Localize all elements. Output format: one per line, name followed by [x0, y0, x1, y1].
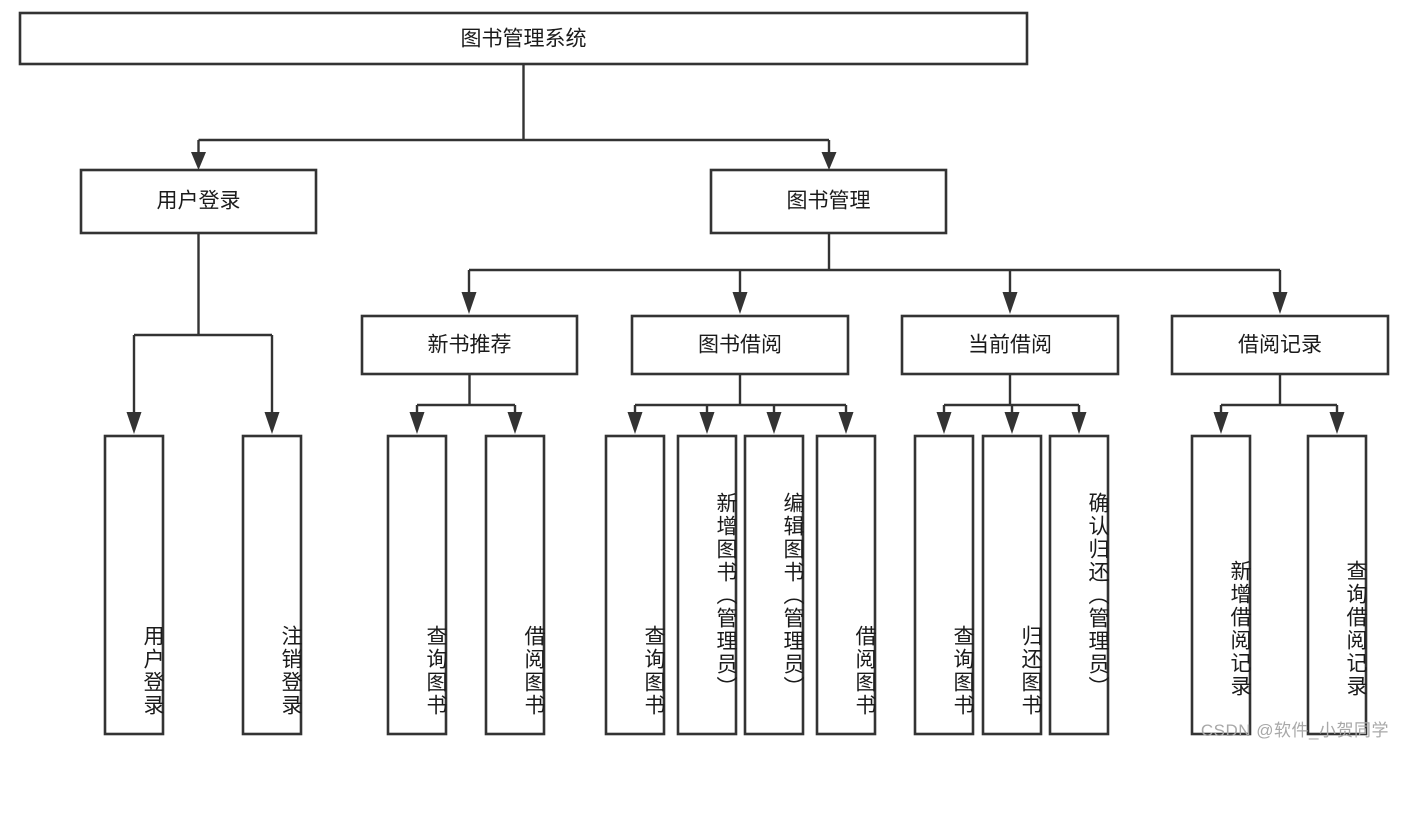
diagram-canvas: 图书管理系统 用户登录 图书管理 新书推荐 图书借阅 当前借阅 借阅记录 — [18, 11, 1390, 740]
node-leaf-re-add-record[interactable] — [1190, 434, 1252, 736]
node-root-system-label: 图书管理系统 — [461, 28, 587, 51]
node-leaf-bo-edit-book[interactable] — [743, 434, 805, 736]
watermark-credit: CSDN @软件_小贺同学 — [1200, 721, 1389, 740]
arrowhead-leaf-logout-login — [264, 412, 280, 434]
arrowhead-nb-leaf-2 — [507, 412, 523, 434]
node-leaf-cu-query-book[interactable] — [913, 434, 975, 736]
arrowhead-new-book — [461, 292, 477, 314]
node-user-login[interactable] — [79, 168, 318, 235]
arrowhead-nb-leaf-1 — [409, 412, 425, 434]
arrowhead-cu-leaf-1 — [936, 412, 952, 434]
arrowhead-bo-leaf-1 — [627, 412, 643, 434]
node-leaf-cu-confirm-return[interactable] — [1048, 434, 1110, 736]
node-leaf-re-query-record[interactable] — [1306, 434, 1368, 736]
node-book-borrow[interactable] — [630, 314, 850, 376]
node-book-management-label: 图书管理 — [787, 190, 871, 213]
arrowhead-leaf-user-login — [126, 412, 142, 434]
node-book-management[interactable] — [709, 168, 948, 235]
arrowhead-bo-leaf-4 — [838, 412, 854, 434]
arrowhead-bo-leaf-3 — [766, 412, 782, 434]
arrowhead-book-mgmt — [821, 152, 837, 170]
node-leaf-user-login[interactable] — [103, 434, 165, 736]
node-root-system[interactable] — [18, 11, 1029, 66]
node-new-book-recommend-label: 新书推荐 — [428, 334, 512, 357]
arrowhead-bo-leaf-2 — [699, 412, 715, 434]
node-borrow-record-label: 借阅记录 — [1238, 334, 1322, 357]
node-leaf-bo-add-book[interactable] — [676, 434, 738, 736]
node-leaf-bo-query-book[interactable] — [604, 434, 666, 736]
arrowhead-current — [1002, 292, 1018, 314]
node-user-login-label: 用户登录 — [157, 190, 241, 213]
flowchart-svg: 图书管理系统 用户登录 图书管理 新书推荐 图书借阅 当前借阅 借阅记录 — [18, 11, 1390, 736]
arrowhead-cu-leaf-2 — [1004, 412, 1020, 434]
node-leaf-nb-query-book[interactable] — [386, 434, 448, 736]
node-leaf-nb-borrow-book[interactable] — [484, 434, 546, 736]
node-leaf-cu-return-book[interactable] — [981, 434, 1043, 736]
arrowhead-re-leaf-1 — [1213, 412, 1229, 434]
node-layer: 图书管理系统 用户登录 图书管理 新书推荐 图书借阅 当前借阅 借阅记录 — [18, 11, 1390, 736]
node-borrow-record[interactable] — [1170, 314, 1390, 376]
node-current-borrow-label: 当前借阅 — [968, 334, 1052, 357]
connector-layer — [126, 64, 1345, 434]
node-leaf-logout-login[interactable] — [241, 434, 303, 736]
arrowhead-cu-leaf-3 — [1071, 412, 1087, 434]
arrowhead-re-leaf-2 — [1329, 412, 1345, 434]
arrowhead-record — [1272, 292, 1288, 314]
arrowhead-borrow — [732, 292, 748, 314]
node-current-borrow[interactable] — [900, 314, 1120, 376]
arrowhead-user-login — [191, 152, 206, 170]
node-book-borrow-label: 图书借阅 — [698, 334, 782, 357]
node-new-book-recommend[interactable] — [360, 314, 579, 376]
node-leaf-bo-borrow-book[interactable] — [815, 434, 877, 736]
